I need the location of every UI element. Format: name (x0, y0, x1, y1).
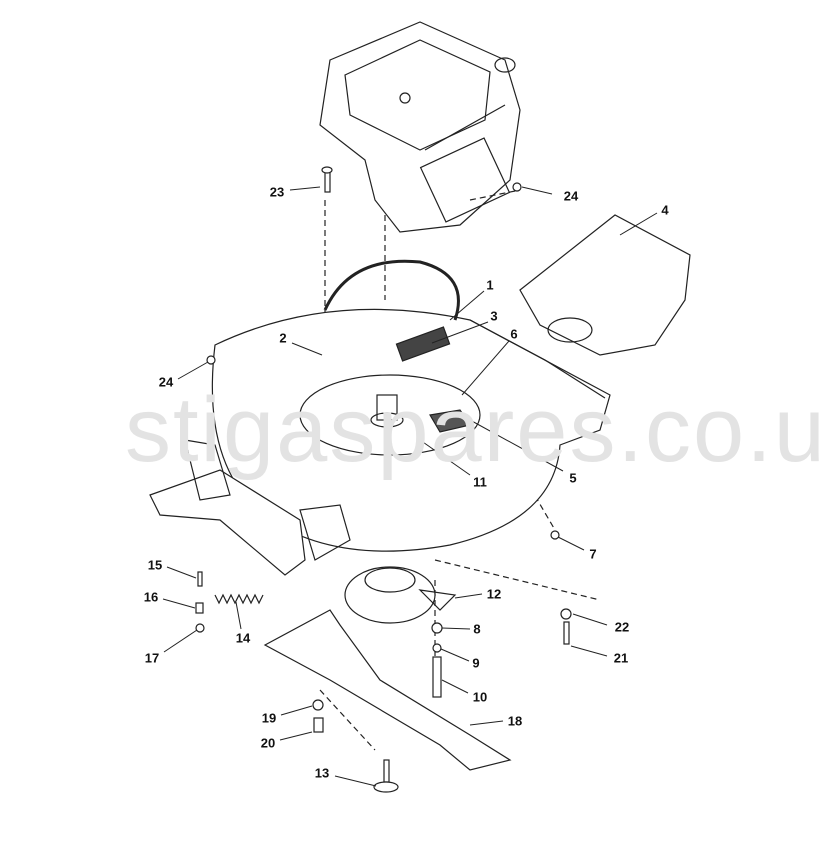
engine-part (319, 21, 521, 233)
spindle-collar (370, 412, 404, 428)
callout-19: 19 (261, 710, 277, 726)
callout-10: 10 (472, 689, 488, 705)
callout-14: 14 (235, 630, 251, 646)
callout-17: 17 (144, 650, 160, 666)
callout-2: 2 (279, 330, 287, 346)
callout-23: 23 (269, 184, 285, 200)
motor-bracket (323, 259, 460, 321)
engine-cover (519, 214, 691, 356)
spring (214, 593, 264, 605)
leader-lines (162, 186, 658, 787)
callout-20: 20 (260, 735, 276, 751)
callout-22: 22 (614, 619, 630, 635)
callout-9: 9 (472, 655, 480, 671)
callout-24-top: 24 (563, 188, 579, 204)
callout-4: 4 (661, 202, 669, 218)
callout-12: 12 (486, 586, 502, 602)
callout-18: 18 (507, 713, 523, 729)
drive-spindle (376, 394, 398, 421)
switch-plate (395, 326, 451, 362)
callout-13: 13 (314, 765, 330, 781)
callout-3: 3 (490, 308, 498, 324)
mower-deck (149, 308, 611, 576)
callout-15: 15 (147, 557, 163, 573)
cutting-blade (263, 609, 512, 771)
callout-21: 21 (613, 650, 629, 666)
brake-plate (429, 409, 471, 433)
callout-11: 11 (473, 474, 487, 490)
callout-6: 6 (510, 326, 518, 342)
callout-16: 16 (143, 589, 159, 605)
small-fasteners (195, 166, 572, 793)
callout-5: 5 (569, 470, 577, 486)
callout-24-left: 24 (158, 374, 174, 390)
callout-7: 7 (589, 546, 597, 562)
callout-1: 1 (486, 277, 494, 293)
callout-8: 8 (473, 621, 481, 637)
